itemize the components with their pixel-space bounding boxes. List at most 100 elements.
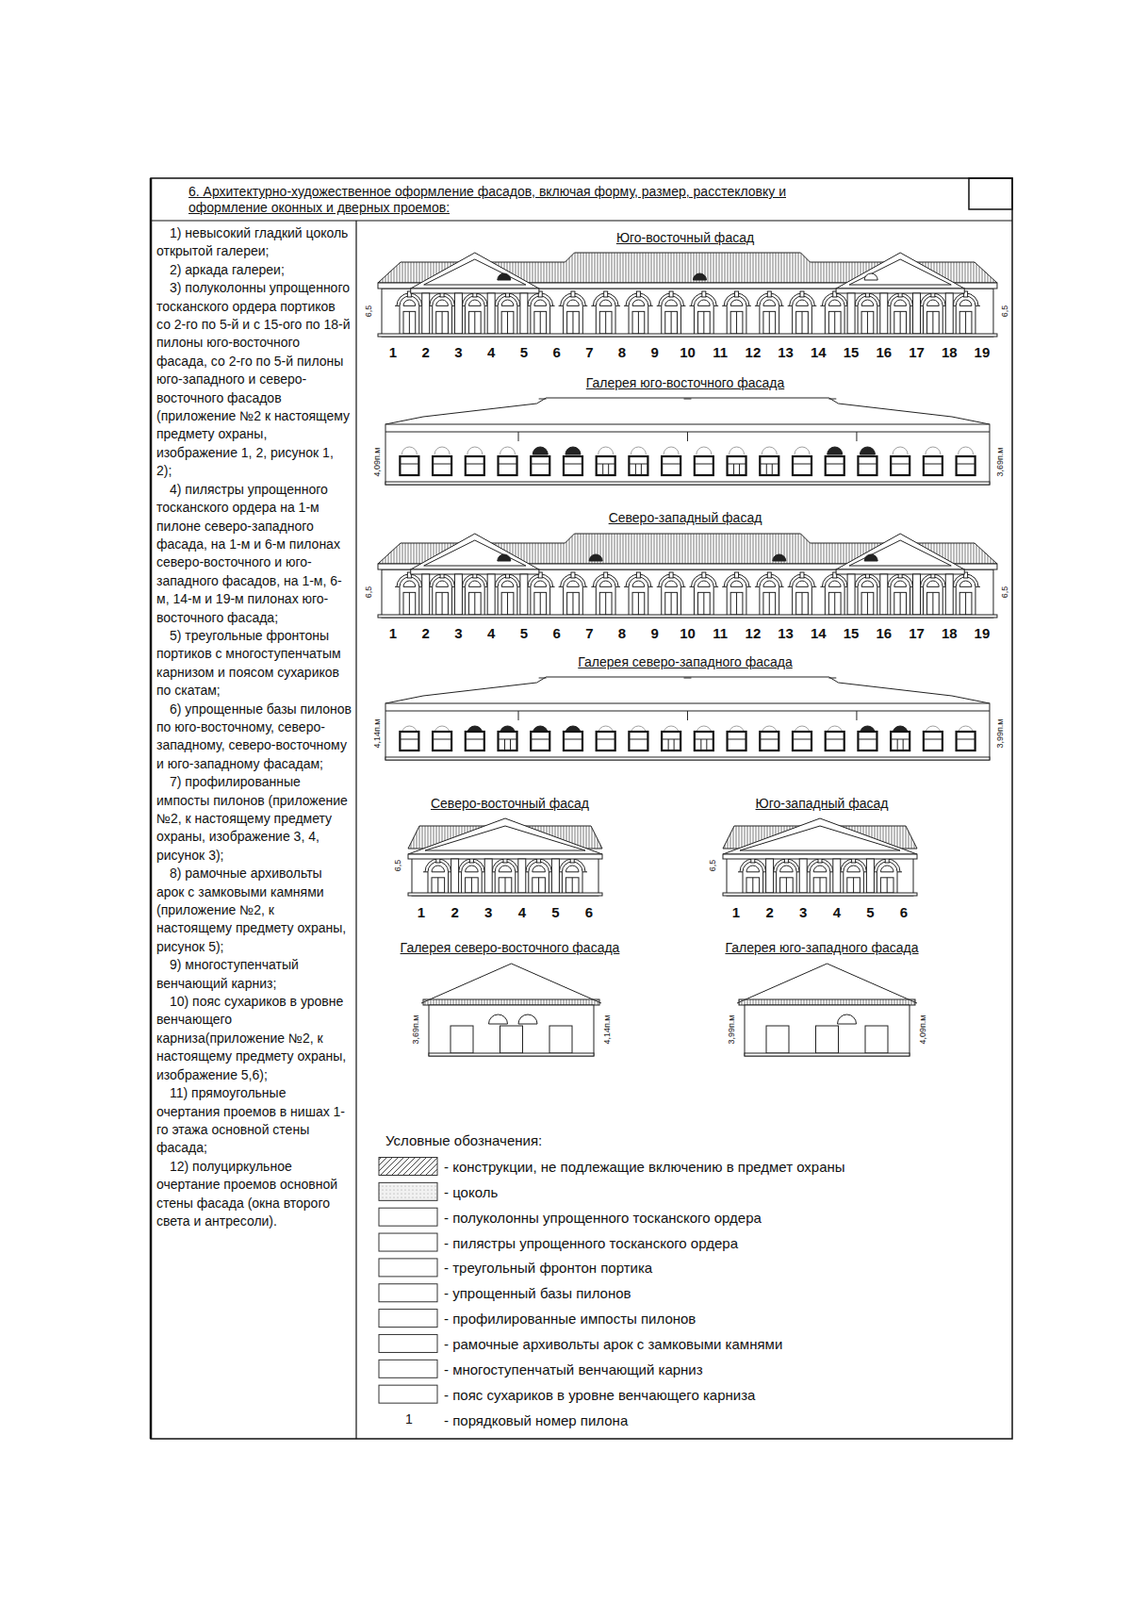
legend-text: - треугольный фронтон портика — [443, 1259, 653, 1276]
view-title: Юго-западный фасад — [755, 795, 889, 811]
arched-window — [567, 299, 580, 306]
view-title: Северо-восточный фасад — [430, 795, 590, 811]
door-mullion — [507, 311, 509, 334]
pylon-number: 13 — [777, 624, 794, 641]
gallery-wall — [428, 1004, 594, 1056]
arch — [876, 861, 898, 896]
impost — [590, 586, 596, 588]
window-frame — [596, 731, 616, 751]
window-frame — [563, 456, 583, 476]
impost — [754, 305, 760, 307]
door-opening — [813, 877, 827, 893]
door-mullion — [572, 311, 574, 334]
list-item: 8) рамочные архивольты арок с замковыми … — [156, 864, 352, 956]
impost — [590, 305, 596, 307]
door-mullion — [572, 591, 574, 615]
window-transom — [759, 463, 779, 465]
dimension-label: 6,5 — [999, 586, 1010, 599]
door-opening — [763, 311, 776, 334]
arched-window — [730, 299, 743, 306]
arched-window — [501, 580, 514, 587]
impost — [713, 305, 719, 307]
impost — [975, 305, 981, 307]
arch — [890, 576, 911, 618]
dimension-label: 3,69п.м — [995, 446, 1005, 476]
arch — [923, 295, 944, 337]
impost — [656, 586, 662, 588]
arched-window — [532, 446, 548, 455]
arched-window — [796, 299, 809, 306]
view-title: Галерея северо-западного фасада — [577, 654, 792, 670]
wall-joint — [687, 710, 689, 721]
door-mullion — [932, 311, 934, 334]
door-opening — [828, 591, 841, 615]
window-frame — [890, 731, 910, 751]
impost — [623, 305, 629, 307]
legend-swatch — [378, 1359, 438, 1377]
gallery-wall — [385, 424, 990, 485]
half-column — [913, 293, 921, 334]
door-opening — [796, 311, 809, 334]
plinth — [408, 892, 603, 896]
arch — [563, 295, 584, 337]
half-column — [422, 293, 430, 334]
arched-window — [697, 580, 710, 587]
arched-window — [532, 865, 546, 872]
arched-window — [827, 446, 843, 455]
list-item: 6) упрощенные базы пилонов по юго-восточ… — [156, 700, 352, 774]
door-mullion — [540, 591, 541, 615]
window-frame — [956, 731, 976, 751]
keystone — [636, 291, 640, 297]
wall-joint — [855, 431, 857, 442]
door-mullion — [703, 591, 705, 615]
arch-outline — [598, 446, 614, 455]
list-item: 5) треугольные фронтоны портиков с много… — [156, 626, 352, 701]
impost — [680, 305, 686, 307]
window-frame — [727, 456, 747, 476]
arch-outline — [663, 446, 679, 455]
half-column — [799, 858, 807, 893]
arched-window — [632, 580, 645, 587]
pylon-number: 3 — [454, 344, 462, 361]
arch — [427, 861, 449, 896]
view-title: Северо-западный фасад — [608, 509, 763, 525]
impost — [648, 305, 654, 307]
door-opening — [697, 591, 710, 615]
dimension-label: 3,99п.м — [726, 1014, 737, 1044]
arched-window — [436, 299, 449, 306]
pylon-number: 7 — [585, 344, 593, 361]
dormer — [497, 554, 511, 561]
arched-window — [468, 299, 481, 306]
pylon-number: 18 — [941, 624, 958, 641]
door-opening — [436, 591, 449, 615]
half-column — [551, 858, 559, 893]
gallery-wall — [744, 1004, 910, 1056]
header-rule — [150, 219, 1013, 221]
impost — [550, 586, 556, 588]
arched-window — [599, 299, 612, 306]
door-mullion — [886, 877, 888, 893]
door-opening — [436, 311, 449, 334]
door-mullion — [540, 311, 541, 334]
plinth — [385, 481, 990, 485]
legend-text: - упрощенный базы пилонов — [443, 1284, 632, 1301]
door-mullion — [507, 591, 509, 615]
arched-window — [894, 299, 907, 306]
view-title: Галерея северо-восточного фасада — [400, 939, 621, 955]
window-transom — [498, 463, 518, 465]
window-frame — [857, 731, 877, 751]
arch — [497, 295, 518, 337]
door-mullion — [442, 591, 443, 615]
arched-window — [763, 580, 776, 587]
half-column — [913, 573, 921, 615]
window-mullion — [902, 738, 904, 751]
list-item: 10) пояс сухариков в уровне венчающего к… — [156, 992, 352, 1084]
impost — [779, 586, 785, 588]
keystone — [767, 291, 771, 297]
door-opening — [465, 877, 479, 893]
arch — [661, 576, 682, 618]
pediment — [410, 533, 540, 570]
window-transom — [628, 463, 648, 465]
impost — [713, 586, 719, 588]
door-opening — [780, 877, 794, 893]
